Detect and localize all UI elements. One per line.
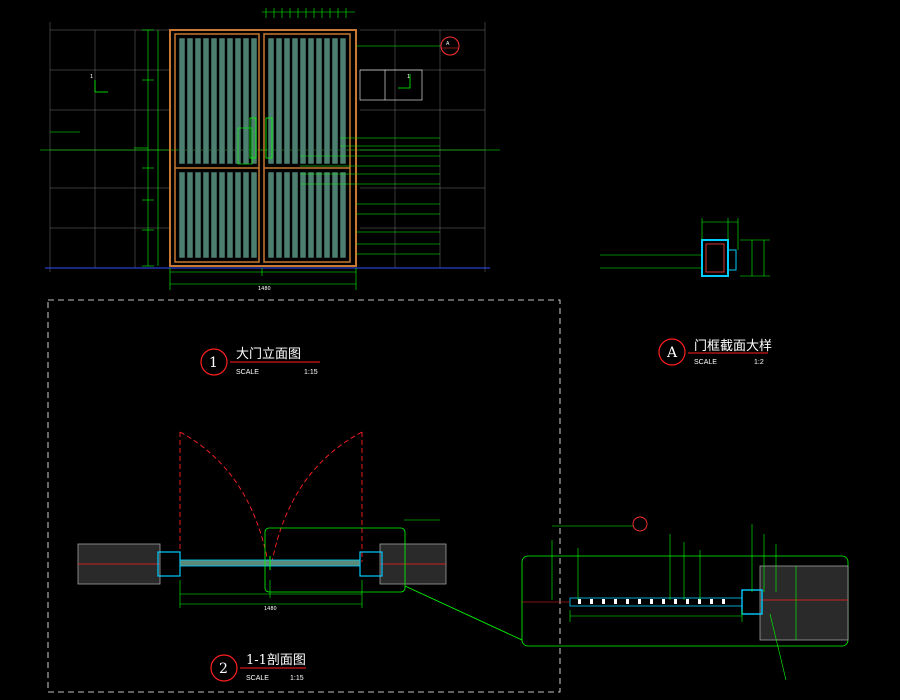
detail-callout-circle: [440, 36, 460, 56]
enlarged-callout-circle: [632, 516, 648, 532]
title-number-2: 2: [219, 661, 228, 677]
elevation-vertical-dimensions: [134, 29, 159, 267]
title-text-1: 大门立面图: [236, 347, 301, 362]
gate-leaf-left: [174, 33, 260, 263]
top-ticks: [262, 8, 355, 18]
detail-wall: [759, 565, 849, 641]
scale-value-1: 1:15: [304, 369, 318, 376]
gate-elevation-drawing: 1480 1 1 A: [40, 8, 500, 292]
title-frame-detail: A 门框截面大样 SCALE 1:2: [658, 338, 772, 366]
detail-leaf: [569, 597, 743, 607]
elevation-grid: [49, 22, 486, 272]
scale-label-1: SCALE: [236, 369, 259, 376]
section-dashed-frame: [47, 299, 561, 693]
enlarged-detail-drawing: [521, 516, 849, 681]
gate-leaf-right: [263, 33, 351, 263]
title-text-a: 门框截面大样: [694, 339, 772, 354]
scale-value-2: 1:15: [290, 675, 304, 682]
handle-left: [249, 117, 257, 159]
title-number-1: 1: [209, 355, 218, 371]
elevation-bottom-dimensions: [169, 268, 357, 290]
gate-slats-right: [267, 37, 347, 259]
title-gate-section: 2 1-1剖面图 SCALE 1:15: [210, 653, 306, 682]
detail-callout-letter: A: [446, 41, 450, 47]
title-number-a: A: [666, 345, 678, 361]
scale-label-a: SCALE: [694, 359, 717, 366]
scale-value-a: 1:2: [754, 359, 764, 366]
section-mark-left: 1: [90, 74, 93, 80]
section-overall-width: 1480: [264, 606, 277, 612]
gate-section-drawing: 1480: [77, 431, 523, 641]
swing-arc-left: [179, 431, 269, 563]
elevation-overall-width: 1480: [258, 286, 271, 292]
handle-right: [265, 117, 273, 159]
gate-slats-left: [178, 37, 258, 259]
frame-detail-drawing: [600, 218, 770, 277]
elevation-leaders: [50, 45, 440, 255]
scale-label-2: SCALE: [246, 675, 269, 682]
gate-outer-frame: [169, 29, 357, 267]
section-mark-right: 1: [407, 74, 410, 80]
swing-arc-right: [271, 431, 363, 563]
title-gate-elevation: 1 大门立面图 SCALE 1:15: [200, 347, 320, 376]
detail-zone: [264, 527, 406, 593]
title-text-2: 1-1剖面图: [246, 653, 306, 668]
